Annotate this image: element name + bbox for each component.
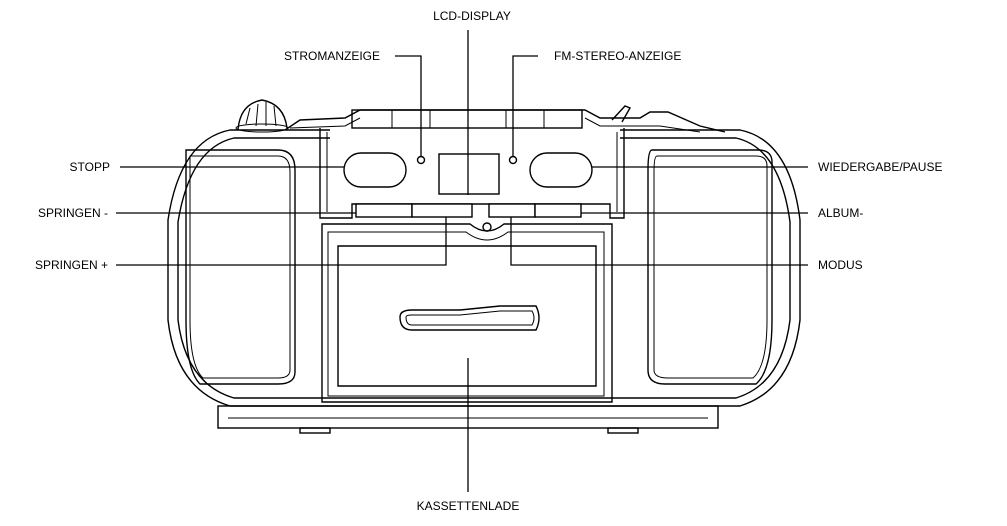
play-pause-button[interactable]	[529, 152, 593, 188]
label-cassette-door: KASSETTENLADE	[417, 499, 520, 513]
stop-button[interactable]	[343, 152, 407, 188]
lower-button-row	[355, 203, 582, 232]
label-stop: STOPP	[70, 160, 110, 174]
label-fm-stereo-indicator: FM-STEREO-ANZEIGE	[554, 49, 681, 63]
mic-hole	[482, 222, 492, 232]
right-speaker	[647, 149, 773, 385]
volume-knob	[235, 99, 289, 133]
label-skip-plus: SPRINGEN +	[35, 258, 108, 272]
label-skip-minus: SPRINGEN -	[38, 206, 108, 220]
cassette-door[interactable]	[321, 223, 613, 403]
control-panel	[319, 128, 625, 219]
label-lcd-display: LCD-DISPLAY	[433, 9, 511, 23]
boombox-device	[167, 99, 801, 434]
label-mode: MODUS	[818, 258, 863, 272]
callout-labels: LCD-DISPLAY STROMANZEIGE FM-STEREO-ANZEI…	[35, 9, 943, 513]
album-minus-button[interactable]	[534, 203, 582, 218]
skip-minus-button[interactable]	[355, 203, 413, 218]
lcd-screen	[438, 153, 500, 195]
label-power-indicator: STROMANZEIGE	[284, 49, 380, 63]
fm-stereo-led	[508, 155, 518, 165]
leader-lines	[116, 30, 808, 492]
label-album-minus: ALBUM-	[818, 206, 863, 220]
power-indicator-led	[416, 155, 426, 165]
skip-plus-button[interactable]	[411, 203, 473, 218]
left-speaker	[185, 149, 296, 385]
cassette-eject-slot	[399, 305, 540, 331]
label-play-pause: WIEDERGABE/PAUSE	[818, 160, 942, 174]
top-handle	[284, 105, 726, 133]
mode-button[interactable]	[488, 203, 536, 218]
